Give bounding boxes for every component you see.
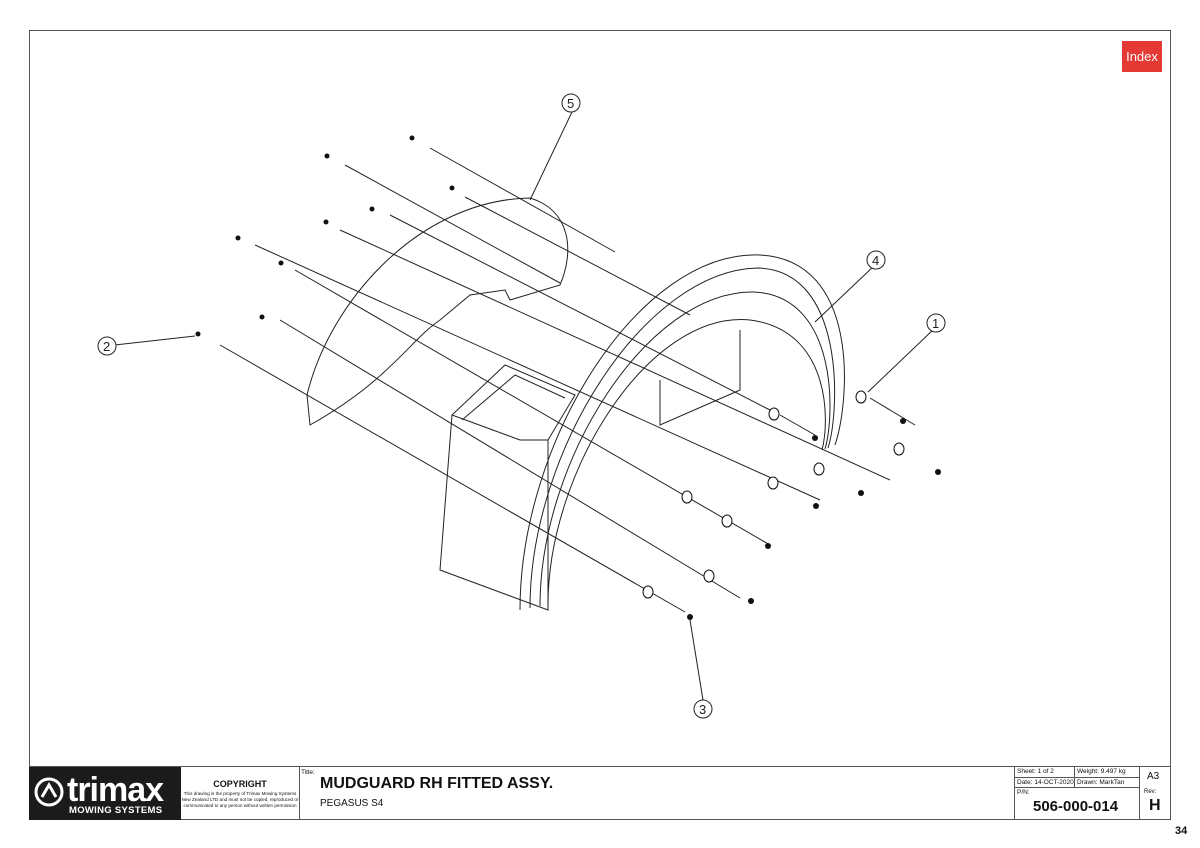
- revision: H: [1149, 797, 1161, 814]
- drawn-cell: Drawn: MarkTan: [1075, 778, 1140, 788]
- drawing-meta: Sheet: 1 of 2 Weight: 9.497 kg Date: 14-…: [1014, 767, 1172, 820]
- pn-label: P/N:: [1015, 788, 1140, 820]
- sheet-size: A3: [1147, 771, 1160, 782]
- weight-cell: Weight: 9.497 kg: [1075, 767, 1140, 778]
- sheet-cell: Sheet: 1 of 2: [1015, 767, 1075, 778]
- copyright-heading: COPYRIGHT: [213, 779, 267, 789]
- rev-label: Rev:: [1144, 789, 1157, 795]
- logo-subtitle: MOWING SYSTEMS: [69, 805, 163, 816]
- index-button[interactable]: Index: [1122, 41, 1162, 72]
- balloon-1: 1: [932, 316, 939, 331]
- part-number: 506-000-014: [1033, 798, 1119, 815]
- trimax-logo: trimax MOWING SYSTEMS: [29, 767, 181, 820]
- drawing-title: MUDGUARD RH FITTED ASSY.: [320, 775, 554, 792]
- drawing-subtitle: PEGASUS S4: [320, 798, 384, 809]
- title-block: trimax MOWING SYSTEMS COPYRIGHT This dra…: [29, 766, 1171, 821]
- balloon-5: 5: [567, 96, 574, 111]
- balloon-4: 4: [872, 253, 879, 268]
- mudguard-outer-arc: [519, 254, 845, 611]
- copyright-box: COPYRIGHT This drawing is the property o…: [181, 767, 300, 820]
- mudguard-inner-arc: [547, 319, 826, 606]
- drawing-border: [29, 30, 1171, 820]
- title-label: Title:: [301, 769, 315, 776]
- page-number: 34: [1175, 825, 1188, 837]
- logo-word: trimax: [67, 771, 164, 809]
- balloon-2: 2: [103, 339, 110, 354]
- mudguard-front-box: [439, 364, 576, 611]
- date-cell: Date: 14-OCT-2020: [1015, 778, 1075, 788]
- copyright-text: This drawing is the property of Trimax M…: [181, 791, 299, 808]
- balloon-3: 3: [699, 702, 706, 717]
- mud-flap: [306, 197, 569, 426]
- trimax-logo-icon: [34, 777, 64, 807]
